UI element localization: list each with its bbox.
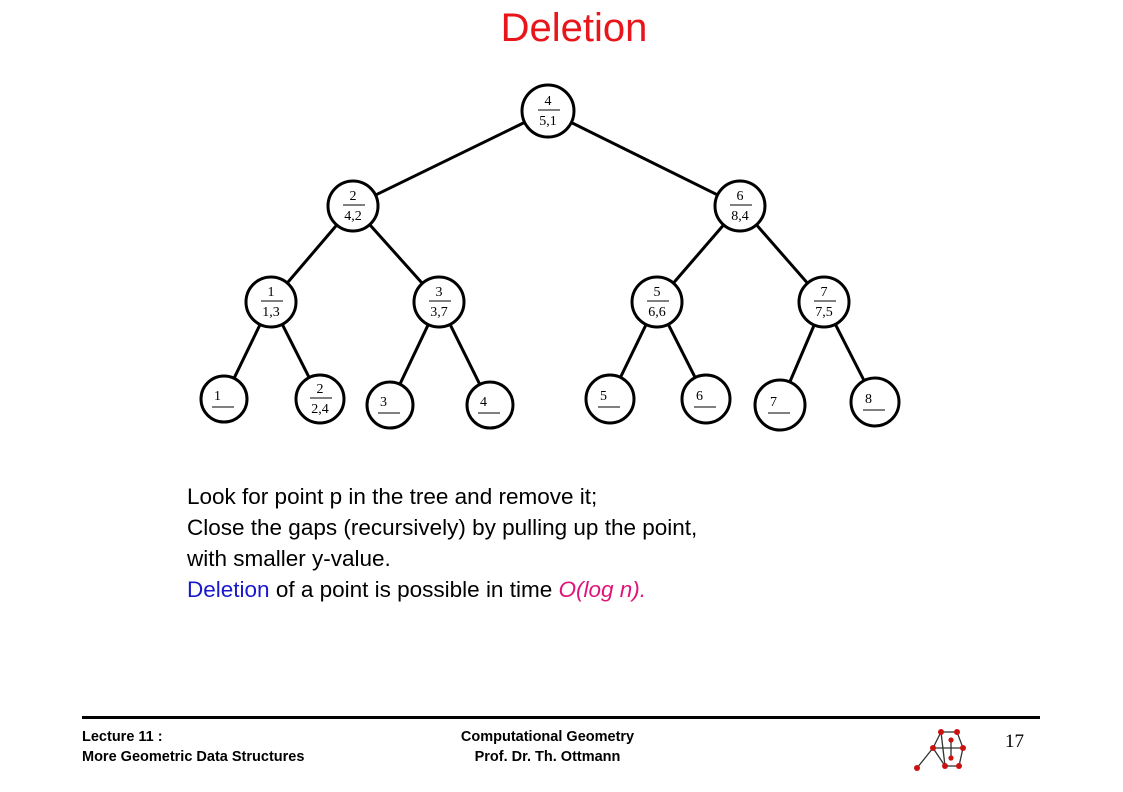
node-point: 8,4 [731, 209, 749, 224]
tree-node-root: 45,1 [520, 83, 576, 139]
tree-node-leaf4: 4 [465, 380, 515, 430]
node-circle [630, 275, 684, 329]
body-line-2: Close the gaps (recursively) by pulling … [187, 515, 698, 540]
node-circle [520, 83, 576, 139]
node-key: 4 [545, 94, 552, 109]
node-key: 1 [268, 285, 275, 300]
node-circle [465, 380, 515, 430]
tree-node-leaf6: 6 [680, 373, 732, 425]
tree-node-n7: 77,5 [797, 275, 851, 329]
node-key: 5 [600, 389, 607, 404]
node-circle [797, 275, 851, 329]
node-key: 4 [480, 395, 487, 410]
body-line-4-middle: of a point is possible in time [269, 577, 559, 602]
footer-professor: Prof. Dr. Th. Ottmann [474, 749, 621, 765]
tree-edge [666, 323, 697, 379]
node-key: 1 [214, 389, 221, 404]
node-key: 3 [380, 395, 387, 410]
tree-node-leaf7: 7 [753, 378, 807, 432]
tree-node-leaf5: 5 [584, 373, 636, 425]
node-key: 3 [436, 285, 443, 300]
node-circle [584, 373, 636, 425]
node-circle [849, 376, 901, 428]
tree-edge [672, 223, 725, 285]
footer-course-title: Computational Geometry [460, 729, 635, 745]
tree-node-leaf1: 1 [199, 374, 249, 424]
node-key: 2 [350, 189, 357, 204]
tree-node-n1: 11,3 [244, 275, 298, 329]
node-key: 6 [696, 389, 703, 404]
footer-divider [82, 716, 1040, 719]
node-circle [199, 374, 249, 424]
tree-edge [398, 323, 430, 385]
page-number: 17 [1005, 731, 1024, 752]
tree-node-leaf8: 8 [849, 376, 901, 428]
tree-edge [570, 121, 719, 197]
node-point: 1,3 [262, 305, 280, 320]
node-key: 5 [654, 285, 661, 300]
tree-edge [374, 121, 526, 197]
body-line-3: with smaller y-value. [187, 546, 391, 571]
node-point: 5,1 [539, 114, 557, 129]
body-text: Look for point p in the tree and remove … [187, 481, 697, 605]
node-point: 2,4 [311, 402, 329, 417]
slide-title: Deletion [500, 6, 648, 50]
tree-edge [232, 323, 262, 379]
tree-edge [286, 224, 338, 284]
node-circle [680, 373, 732, 425]
tree-edge [834, 323, 866, 382]
tree-node-leaf2: 22,4 [294, 373, 346, 425]
deletion-keyword: Deletion [187, 577, 270, 602]
node-circle [412, 275, 466, 329]
node-key: 6 [737, 189, 744, 204]
tree-edge [619, 323, 648, 379]
footer-lecture: Lecture 11 : More Geometric Data Structu… [82, 727, 304, 767]
tree-node-n2: 24,2 [326, 179, 380, 233]
tree-edges [232, 121, 866, 386]
node-circle [294, 373, 346, 425]
university-logo-icon [914, 729, 966, 771]
tree-node-n6: 68,4 [713, 179, 767, 233]
tree-edge [448, 323, 482, 386]
footer-lecture-number: Lecture 11 : [82, 729, 163, 745]
node-point: 6,6 [648, 305, 666, 320]
tree-edge [280, 323, 311, 379]
tree-node-n3: 33,7 [412, 275, 466, 329]
node-point: 3,7 [430, 305, 448, 320]
tree-node-leaf3: 3 [365, 380, 415, 430]
tree-edge [755, 223, 809, 285]
node-key: 2 [317, 382, 324, 397]
node-key: 8 [865, 392, 872, 407]
footer-lecture-title: More Geometric Data Structures [82, 749, 305, 765]
node-circle [244, 275, 298, 329]
body-line-4: Deletion of a point is possible in time … [187, 574, 697, 605]
footer-course: Computational Geometry Prof. Dr. Th. Ott… [425, 727, 670, 767]
node-circle [753, 378, 807, 432]
tree-edge [788, 324, 816, 383]
node-circle [713, 179, 767, 233]
complexity-text: O(log n). [558, 577, 646, 602]
node-point: 7,5 [815, 305, 833, 320]
node-point: 4,2 [344, 209, 362, 224]
node-key: 7 [770, 395, 777, 410]
tree-edge [368, 223, 424, 285]
body-line-1: Look for point p in the tree and remove … [187, 484, 598, 509]
node-circle [326, 179, 380, 233]
node-circle [365, 380, 415, 430]
tree-node-n5: 56,6 [630, 275, 684, 329]
node-key: 7 [821, 285, 828, 300]
